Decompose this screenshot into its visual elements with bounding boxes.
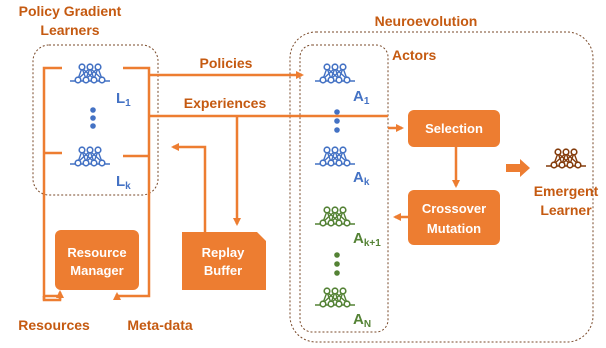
replay-buffer-line1: Replay [202, 245, 245, 260]
metadata-line [113, 66, 151, 300]
resources-label: Resources [18, 317, 90, 333]
actors-title: Actors [392, 47, 437, 63]
resource-manager-line1: Resource [67, 245, 126, 260]
resource-manager-box [55, 230, 139, 290]
actor-label-k1: Ak+1 [353, 230, 381, 249]
neuroevolution-container [289, 31, 594, 343]
actor-ellipsis [334, 252, 340, 276]
actor-label-k: Ak [353, 169, 370, 188]
output-arrow [506, 159, 530, 177]
actor-label-n: AN [353, 311, 371, 330]
policies-label: Policies [200, 55, 253, 71]
emergent-label-2: Learner [540, 202, 592, 218]
neuroevolution-title: Neuroevolution [375, 13, 478, 29]
selection-label: Selection [425, 121, 483, 136]
learners-container [32, 44, 159, 196]
learner-network-icon [69, 146, 111, 167]
actor-network-icon [314, 206, 356, 227]
replay-buffer-line2: Buffer [204, 263, 242, 278]
crossover-label: Crossover [422, 201, 486, 216]
actor-network-icon [314, 63, 356, 84]
emergent-label-1: Emergent [534, 183, 599, 199]
selection-box [408, 110, 500, 147]
emergent-network-icon [545, 148, 587, 169]
resource-manager-line2: Manager [70, 263, 123, 278]
learner-ellipsis [90, 107, 96, 129]
actor-label-1: A1 [353, 88, 370, 107]
learner-label-k: Lk [116, 173, 131, 192]
learner-network-icon [69, 63, 111, 84]
metadata-label: Meta-data [127, 317, 193, 333]
replay-buffer-box [182, 232, 266, 290]
policy-gradient-title: Policy Gradient [19, 3, 122, 19]
actor-ellipsis [334, 109, 340, 133]
learner-label-1: L1 [116, 90, 131, 109]
learners-title: Learners [40, 22, 99, 38]
replay-to-learners-arrow [171, 143, 207, 232]
actors-container [299, 44, 389, 333]
crossover-mutation-box [408, 190, 500, 245]
connectors [42, 66, 460, 302]
experiences-label: Experiences [184, 95, 267, 111]
actor-network-icon [314, 146, 356, 167]
mutation-label: Mutation [427, 221, 481, 236]
actor-network-icon [314, 287, 356, 308]
